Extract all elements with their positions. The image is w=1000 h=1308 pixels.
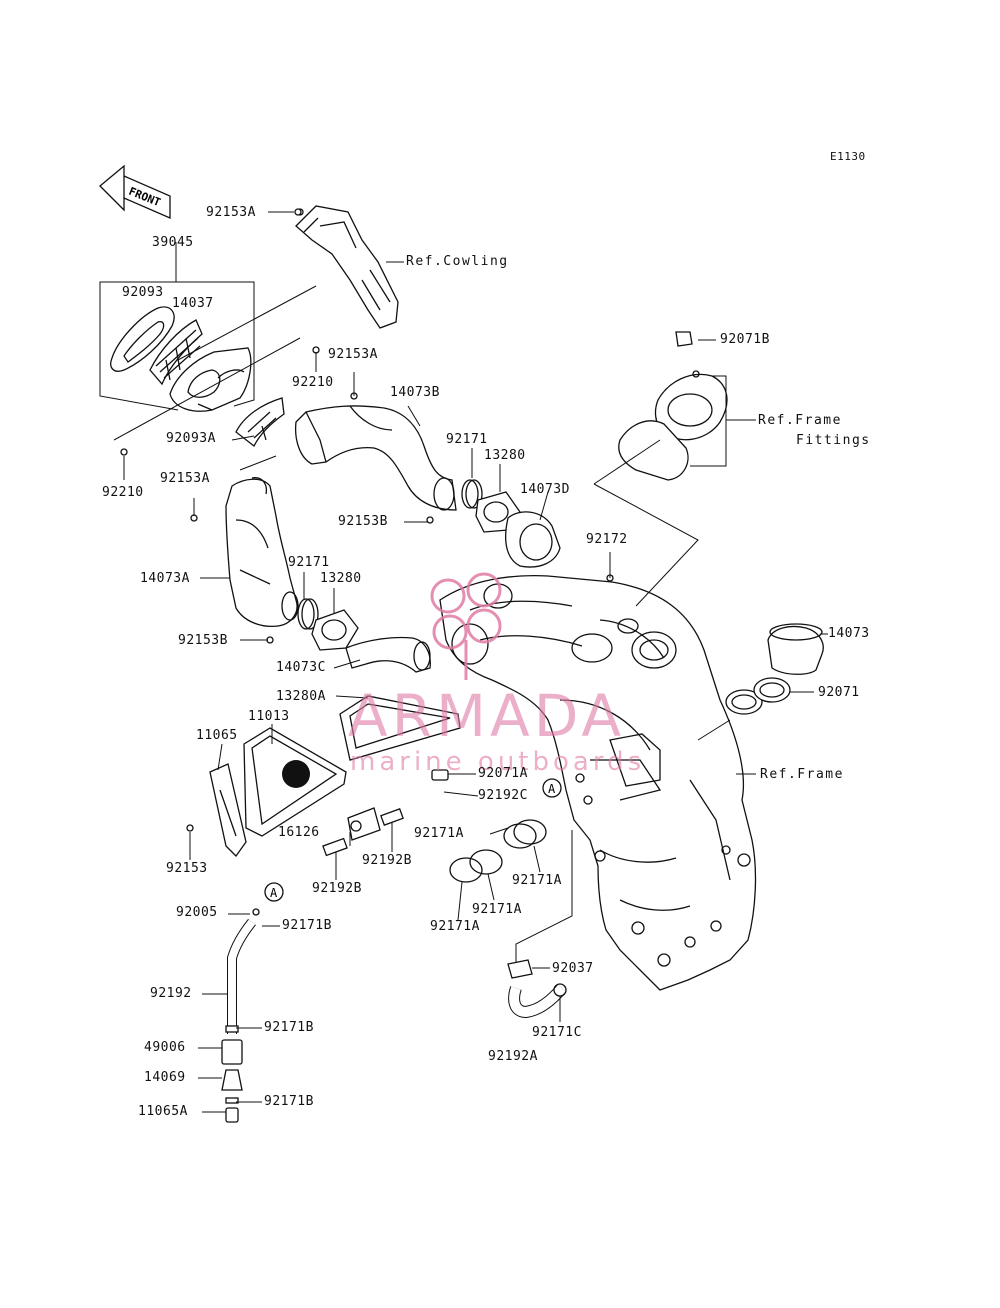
label-92153A-left: 92153A — [160, 471, 210, 486]
label-92171A-2: 92171A — [512, 873, 562, 888]
hose-92192A — [507, 959, 567, 1019]
label-92171C: 92171C — [532, 1025, 582, 1040]
gasket-13280-lower — [311, 609, 359, 651]
callout-a-lower-text: A — [270, 886, 278, 900]
gasket-92071 — [725, 677, 791, 715]
label-11065A: 11065A — [138, 1104, 188, 1119]
label-39045: 39045 — [152, 235, 194, 250]
cowling-bracket — [295, 205, 399, 329]
label-ref-cowling: Ref.Cowling — [406, 254, 509, 269]
label-14073B: 14073B — [390, 385, 440, 400]
cap-92071A — [431, 769, 449, 781]
label-92171A-3: 92171A — [472, 902, 522, 917]
label-92171B-2: 92171B — [264, 1020, 314, 1035]
label-92210-upper: 92210 — [292, 375, 334, 390]
label-13280-lower: 13280 — [320, 571, 362, 586]
bracket-11065 — [209, 763, 247, 858]
clamp-92171-lower — [297, 598, 319, 630]
label-92192C: 92192C — [478, 788, 528, 803]
label-14073C: 14073C — [276, 660, 326, 675]
filter-element-dot — [282, 760, 310, 788]
label-92153A-mid: 92153A — [328, 347, 378, 362]
duct-cover-92093 — [110, 306, 175, 372]
cap-92071B — [675, 331, 693, 347]
label-92153B-lower: 92153B — [178, 633, 228, 648]
label-ref-frame-fittings-2: Fittings — [796, 433, 871, 448]
watermark: ARMADA marine outboards — [348, 572, 645, 777]
bracket-39045 — [99, 242, 255, 411]
label-92192A: 92192A — [488, 1049, 538, 1064]
label-13280-upper: 13280 — [484, 448, 526, 463]
label-92171A-4: 92171A — [430, 919, 480, 934]
label-14073D: 14073D — [520, 482, 570, 497]
label-92192B-1: 92192B — [362, 853, 412, 868]
label-ref-frame: Ref.Frame — [760, 767, 844, 782]
label-14037: 14037 — [172, 296, 214, 311]
hose-92192B — [322, 808, 404, 857]
callout-a-upper: A — [542, 778, 562, 798]
cap-14073 — [767, 623, 824, 675]
tube-assembly — [221, 908, 260, 1123]
label-92171B-1: 92171B — [282, 918, 332, 933]
filter-13280A — [339, 695, 461, 761]
duct-14073A — [225, 477, 299, 628]
label-92093: 92093 — [122, 285, 164, 300]
label-11013: 11013 — [248, 709, 290, 724]
label-92171B-3: 92171B — [264, 1094, 314, 1109]
duct-14073D — [505, 511, 561, 568]
label-13280A: 13280A — [276, 689, 326, 704]
label-92153B-upper: 92153B — [338, 514, 388, 529]
label-11065: 11065 — [196, 728, 238, 743]
label-92071A: 92071A — [478, 766, 528, 781]
duct-14073B — [294, 405, 457, 511]
label-92071: 92071 — [818, 685, 860, 700]
label-92071B: 92071B — [720, 332, 770, 347]
air-filter-11013 — [243, 727, 347, 837]
front-arrow-icon: FRONT — [99, 164, 171, 219]
clamps-92171A — [449, 819, 547, 883]
label-92210-lower: 92210 — [102, 485, 144, 500]
label-ref-frame-fittings-1: Ref.Frame — [758, 413, 842, 428]
label-92172: 92172 — [586, 532, 628, 547]
label-92192B-2: 92192B — [312, 881, 362, 896]
inlet-housing — [169, 347, 252, 412]
label-92037: 92037 — [552, 961, 594, 976]
label-92153A-top: 92153A — [206, 205, 256, 220]
frame-fittings — [618, 370, 728, 481]
duct-92093A — [235, 397, 285, 447]
callout-a-lower: A — [264, 882, 284, 902]
leader-lines — [113, 211, 828, 1113]
watermark-logo-icon — [430, 572, 502, 680]
label-92093A: 92093A — [166, 431, 216, 446]
label-14073: 14073 — [828, 626, 870, 641]
duct-14073C — [345, 636, 431, 673]
clamp-92171-upper — [461, 479, 483, 509]
label-92005: 92005 — [176, 905, 218, 920]
label-92171A-1: 92171A — [414, 826, 464, 841]
label-49006: 49006 — [144, 1040, 186, 1055]
diagram-code: E1130 — [830, 150, 866, 163]
label-14073A: 14073A — [140, 571, 190, 586]
watermark-tagline: marine outboards — [350, 747, 645, 777]
label-92192: 92192 — [150, 986, 192, 1001]
label-14069: 14069 — [144, 1070, 186, 1085]
valve-16126 — [347, 807, 381, 841]
label-92171-upper: 92171 — [446, 432, 488, 447]
label-92171-lower: 92171 — [288, 555, 330, 570]
hose-92192C — [389, 780, 441, 815]
callout-a-upper-text: A — [548, 782, 556, 796]
mesh-14037 — [149, 319, 203, 386]
watermark-brand: ARMADA — [348, 682, 625, 750]
label-16126: 16126 — [278, 825, 320, 840]
label-92153: 92153 — [166, 861, 208, 876]
main-frame — [439, 575, 757, 991]
